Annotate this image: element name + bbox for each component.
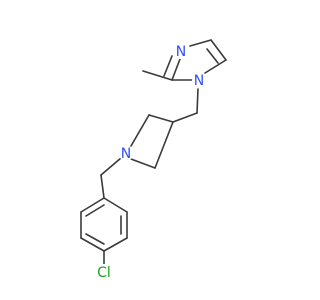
atom-n-imine: N [176,44,186,60]
molecule-structure: N N N Cl [80,39,227,281]
bond-imine-c2-double [163,55,173,77]
atom-cl: Cl [97,265,111,281]
bond-layer [80,39,227,267]
atom-n-imidazole: N [194,73,204,89]
atom-layer: N N N Cl [92,44,206,281]
bond-c4-c5 [210,39,227,61]
bond-ph-3-4 [103,237,128,252]
atom-bg-n-imine [174,45,188,59]
bond-ph-1-2 [103,197,128,213]
bond-ph-4-5 [80,237,105,252]
atom-bg-n-imidazole [192,74,206,88]
bond-c2-methyl [142,70,173,81]
atom-bg-n-azetidine [119,147,133,161]
bond-n1-ch2 [196,88,199,114]
bond-c3-c2az [148,114,174,123]
bond-ph-6-1 [80,197,105,213]
bond-c3-c4az [154,121,174,169]
bond-naz-ch2 [100,157,122,176]
bond-ph-4-5-inner [85,233,105,245]
bond-c4az-naz [130,158,156,169]
atom-n-azetidine: N [121,146,131,162]
bond-ch2-c3 [172,112,198,123]
bond-c5-n1 [204,59,227,74]
bond-c4-c5-double [206,48,219,64]
atom-bg-cl [92,264,116,281]
bond-ch2-phenyl [100,174,105,199]
bond-imine-c4 [189,39,212,47]
bond-imine-c2 [171,58,181,81]
bond-c2az-naz [130,114,150,147]
bond-ph-6-1-inner [85,204,105,217]
